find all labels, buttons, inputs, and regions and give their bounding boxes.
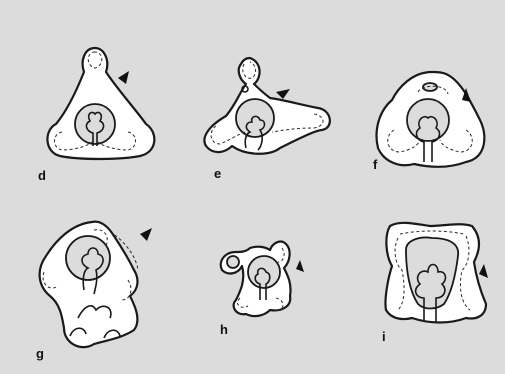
panel-e-central-cavity: [236, 99, 274, 137]
panel-h-side-bud: [227, 256, 239, 268]
panel-d-drawing: [47, 48, 154, 159]
panel-label-g: g: [36, 346, 44, 361]
panel-g-drawing: [40, 222, 152, 348]
panel-d-arrowhead: [118, 71, 129, 84]
panel-f-small-pocket: [423, 83, 437, 91]
panel-e-drawing: [204, 58, 329, 154]
panel-h-arrowhead: [296, 260, 304, 272]
panel-h-central-cavity: [248, 256, 280, 288]
panel-label-d: d: [38, 168, 46, 183]
panel-g-arrowhead: [140, 228, 152, 241]
panel-e-arrowhead: [276, 89, 290, 99]
panel-f-central-cavity: [407, 99, 449, 141]
panel-i-drawing: [385, 223, 488, 323]
panel-label-f: f: [373, 157, 377, 172]
panel-label-e: e: [214, 166, 221, 181]
panel-label-h: h: [220, 322, 228, 337]
panel-i-arrowhead: [479, 264, 488, 278]
panel-f-drawing: [377, 72, 485, 167]
panel-d-central-cavity: [75, 104, 115, 144]
panel-label-i: i: [382, 329, 386, 344]
panel-h-drawing: [221, 242, 304, 317]
